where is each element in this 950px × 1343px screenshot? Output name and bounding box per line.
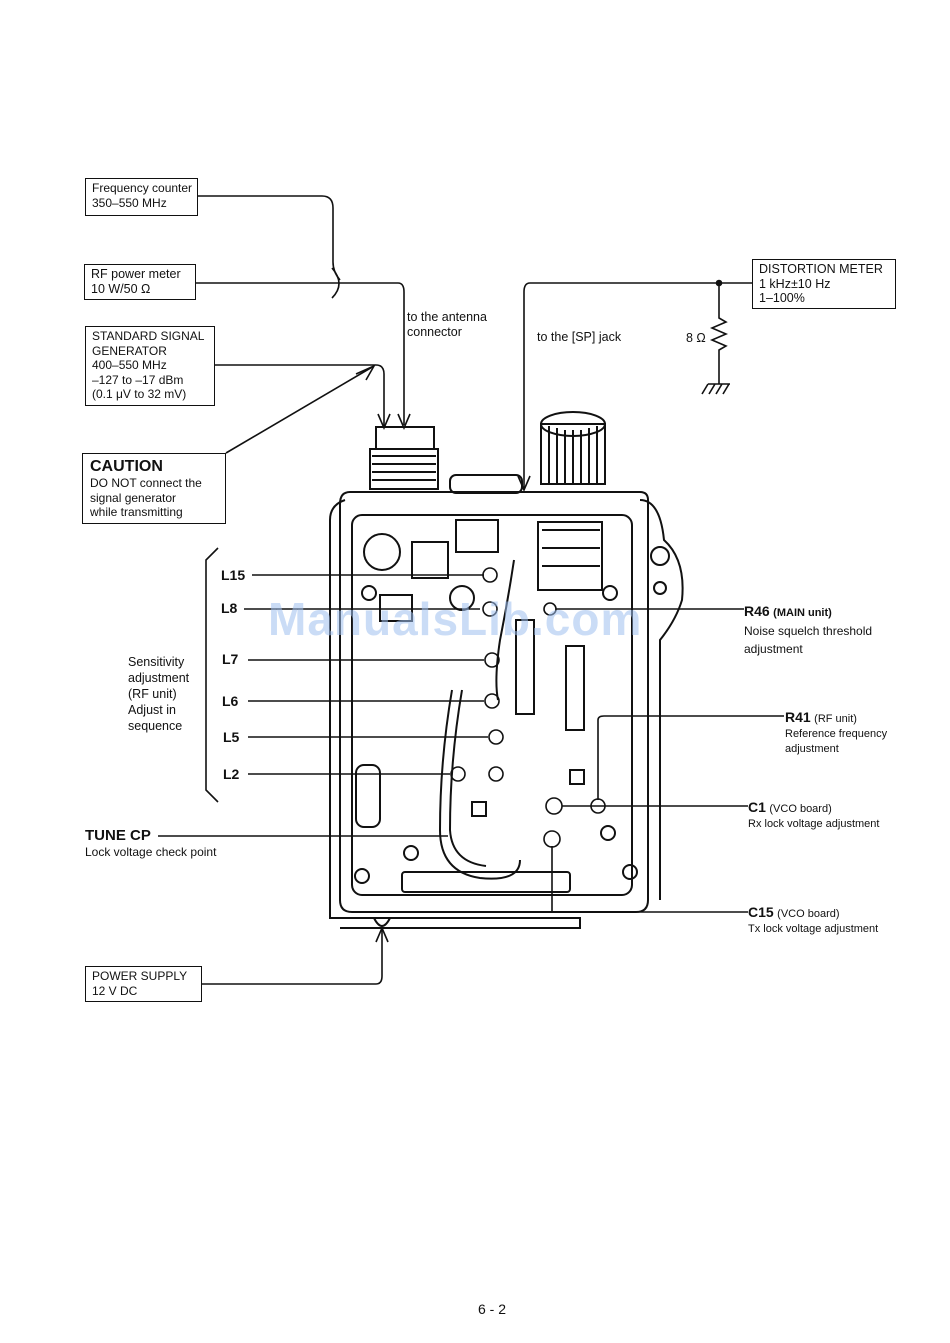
distortion-lead: [523, 282, 752, 490]
coil-label-l2: L2: [223, 766, 240, 782]
watermark: ManualsLib.com: [268, 593, 643, 645]
antenna-connector-label: to the antenna connector: [407, 310, 487, 339]
page-number: 6 - 2: [478, 1301, 507, 1317]
signal-generator-box: STANDARD SIGNAL GENERATOR 400–550 MHz –1…: [85, 326, 215, 406]
resistor-8ohm: [709, 283, 729, 384]
freq-counter-lead: [198, 195, 341, 281]
caution-title: CAUTION: [90, 458, 163, 475]
power-supply-box: POWER SUPPLY 12 V DC: [85, 966, 202, 1002]
coil-label-l15: L15: [221, 567, 246, 583]
leader-r41: [597, 715, 784, 800]
power-meter-lead: [196, 282, 405, 425]
sp-jack-label: to the [SP] jack: [537, 330, 622, 344]
coil-label-l5: L5: [223, 729, 240, 745]
sensitivity-bracket: [205, 547, 219, 803]
ground-symbol: [701, 383, 730, 395]
r46-label: R46 (MAIN unit) Noise squelch threshold …: [744, 603, 873, 656]
distortion-meter-box: DISTORTION METER 1 kHz±10 Hz 1–100%: [752, 259, 896, 309]
leader-c15: [551, 846, 748, 913]
radio-chassis: [329, 411, 684, 929]
tune-cp-label: TUNE CP Lock voltage check point: [85, 827, 217, 859]
power-supply-lead: [202, 928, 383, 985]
resistor-label: 8 Ω: [686, 331, 706, 345]
r41-label: R41 (RF unit) Reference frequency adjust…: [785, 709, 888, 756]
c1-label: C1 (VCO board) Rx lock voltage adjustmen…: [748, 799, 880, 831]
caution-box: CAUTION DO NOT connect the signal genera…: [82, 453, 226, 524]
frequency-counter-box: Frequency counter 350–550 MHz: [85, 178, 198, 216]
sensitivity-label: Sensitivity adjustment (RF unit) Adjust …: [128, 655, 190, 733]
c15-label: C15 (VCO board) Tx lock voltage adjustme…: [748, 904, 879, 936]
rf-power-meter-box: RF power meter 10 W/50 Ω: [84, 264, 196, 300]
signal-generator-lead: [215, 364, 385, 428]
coil-label-l7: L7: [222, 651, 239, 667]
coil-label-l8: L8: [221, 600, 238, 616]
coil-label-l6: L6: [222, 693, 239, 709]
caution-pointer: [225, 365, 375, 454]
caution-arrow: [355, 364, 376, 381]
sp-arrow: [517, 475, 531, 493]
